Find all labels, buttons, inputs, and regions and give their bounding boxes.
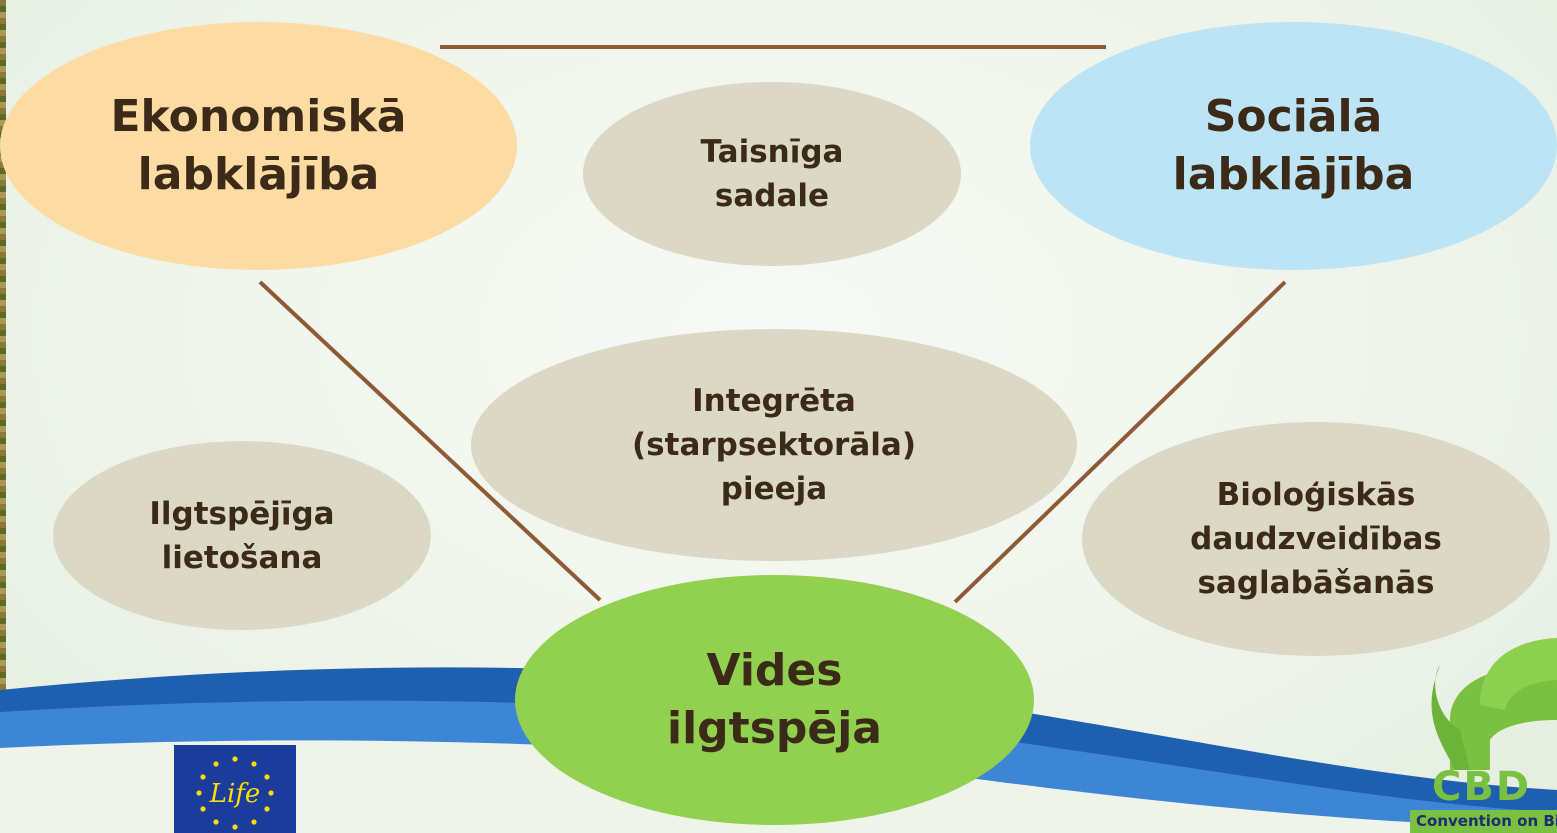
node-sustainable-use-label: Ilgtspējīga lietošana (149, 495, 335, 576)
node-biodiversity-conservation: Bioloģiskās daudzveidības saglabāšanās (1082, 422, 1550, 656)
node-environment-label: Vides ilgtspēja (667, 645, 882, 754)
node-sustainable-use: Ilgtspējīga lietošana (53, 441, 431, 630)
node-biodiversity-label: Bioloģiskās daudzveidības saglabāšanās (1190, 477, 1442, 601)
connector-economic-environment (258, 280, 602, 602)
eu-stars-icon: Life (196, 756, 274, 830)
cbd-logo-text: CBD (1432, 764, 1532, 810)
node-economic-wellbeing: Ekonomiskā labklājība (0, 22, 517, 270)
node-economic-label: Ekonomiskā labklājība (110, 91, 407, 200)
left-photo-strip (0, 0, 6, 833)
cbd-leaf-icon (1431, 638, 1557, 770)
node-fair-distribution: Taisnīga sadale (583, 82, 961, 266)
node-fair-distribution-label: Taisnīga sadale (700, 134, 844, 214)
eu-life-text: Life (209, 779, 261, 809)
cbd-caption: Convention on Biological Diversity (1410, 810, 1557, 833)
eu-life-logo: Life (174, 745, 296, 833)
node-social-label: Sociālā labklājība (1172, 91, 1415, 200)
node-environmental-sustainability: Vides ilgtspēja (515, 575, 1034, 825)
node-integrated-label: Integrēta (starpsektorāla) pieeja (632, 383, 916, 507)
node-social-wellbeing: Sociālā labklājība (1030, 22, 1557, 270)
connector-social-environment (953, 280, 1287, 604)
node-integrated-approach: Integrēta (starpsektorāla) pieeja (471, 329, 1077, 561)
